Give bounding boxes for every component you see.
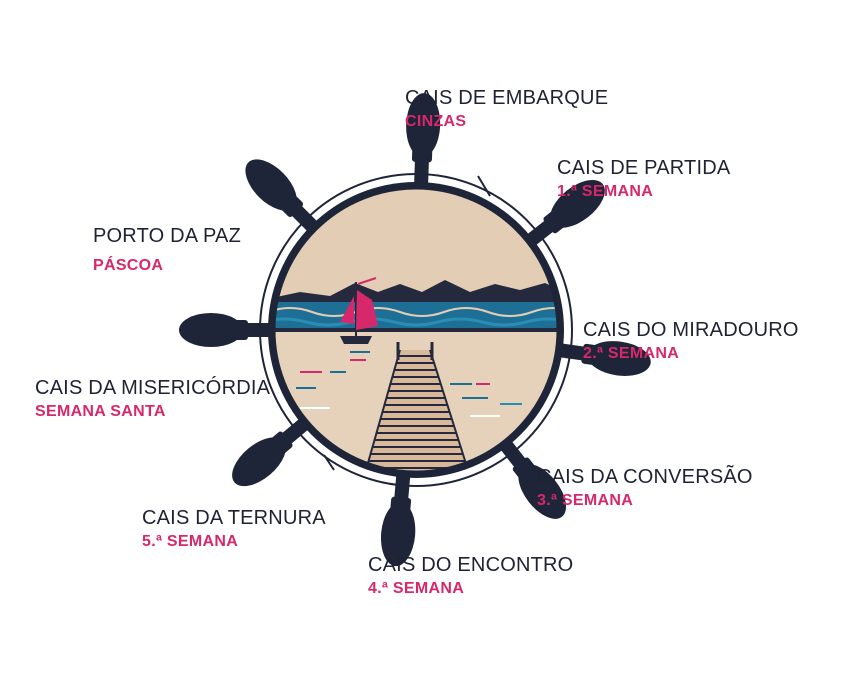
station-name: PORTO DA PAZ xyxy=(93,225,241,247)
station-label-miradouro: CAIS DO MIRADOURO 2.ª SEMANA xyxy=(583,320,799,362)
sea xyxy=(274,302,558,332)
station-label-embarque: CAIS DE EMBARQUE CINZAS xyxy=(405,88,608,130)
water-reflections xyxy=(296,351,522,417)
ring-tick-mark xyxy=(323,454,335,471)
station-period: 1.ª SEMANA xyxy=(557,183,654,200)
shoreline xyxy=(274,328,558,332)
station-label-encontro: CAIS DO ENCONTRO 4.ª SEMANA xyxy=(368,555,573,597)
station-label-misericordia: CAIS DA MISERICÓRDIA SEMANA SANTA xyxy=(35,378,270,420)
sailboat xyxy=(340,277,378,344)
station-label-porto-da-paz: PORTO DA PAZ PÁSCOA xyxy=(93,226,241,274)
wheel-handle xyxy=(554,341,651,376)
sea-wave xyxy=(274,317,558,327)
wheel-outer-ring xyxy=(259,173,573,487)
station-label-partida: CAIS DE PARTIDA 1.ª SEMANA xyxy=(557,158,730,200)
sea-wave xyxy=(274,307,558,317)
station-label-ternura: CAIS DA TERNURA 5.ª SEMANA xyxy=(142,508,326,550)
ring-tick-mark xyxy=(477,175,491,197)
station-period: 2.ª SEMANA xyxy=(583,345,680,362)
station-period: PÁSCOA xyxy=(93,257,164,274)
station-period: 5.ª SEMANA xyxy=(142,533,239,550)
station-name: CAIS DE PARTIDA xyxy=(557,157,731,179)
station-name: CAIS DA MISERICÓRDIA xyxy=(35,377,271,399)
station-name: CAIS DA CONVERSÃO xyxy=(537,466,753,488)
wheel-handle xyxy=(406,93,441,191)
station-period: SEMANA SANTA xyxy=(35,403,166,420)
wheel-handle xyxy=(179,313,276,347)
station-label-conversao: CAIS DA CONVERSÃO 3.ª SEMANA xyxy=(537,467,753,509)
station-period: 4.ª SEMANA xyxy=(368,580,465,597)
station-name: CAIS DO ENCONTRO xyxy=(368,554,574,576)
station-name: CAIS DO MIRADOURO xyxy=(583,319,799,341)
wheel-handle xyxy=(380,469,416,567)
station-name: CAIS DE EMBARQUE xyxy=(405,87,609,109)
station-name: CAIS DA TERNURA xyxy=(142,507,326,529)
station-period: CINZAS xyxy=(405,113,467,130)
harbour-scene xyxy=(274,188,558,472)
station-period: 3.ª SEMANA xyxy=(537,492,634,509)
